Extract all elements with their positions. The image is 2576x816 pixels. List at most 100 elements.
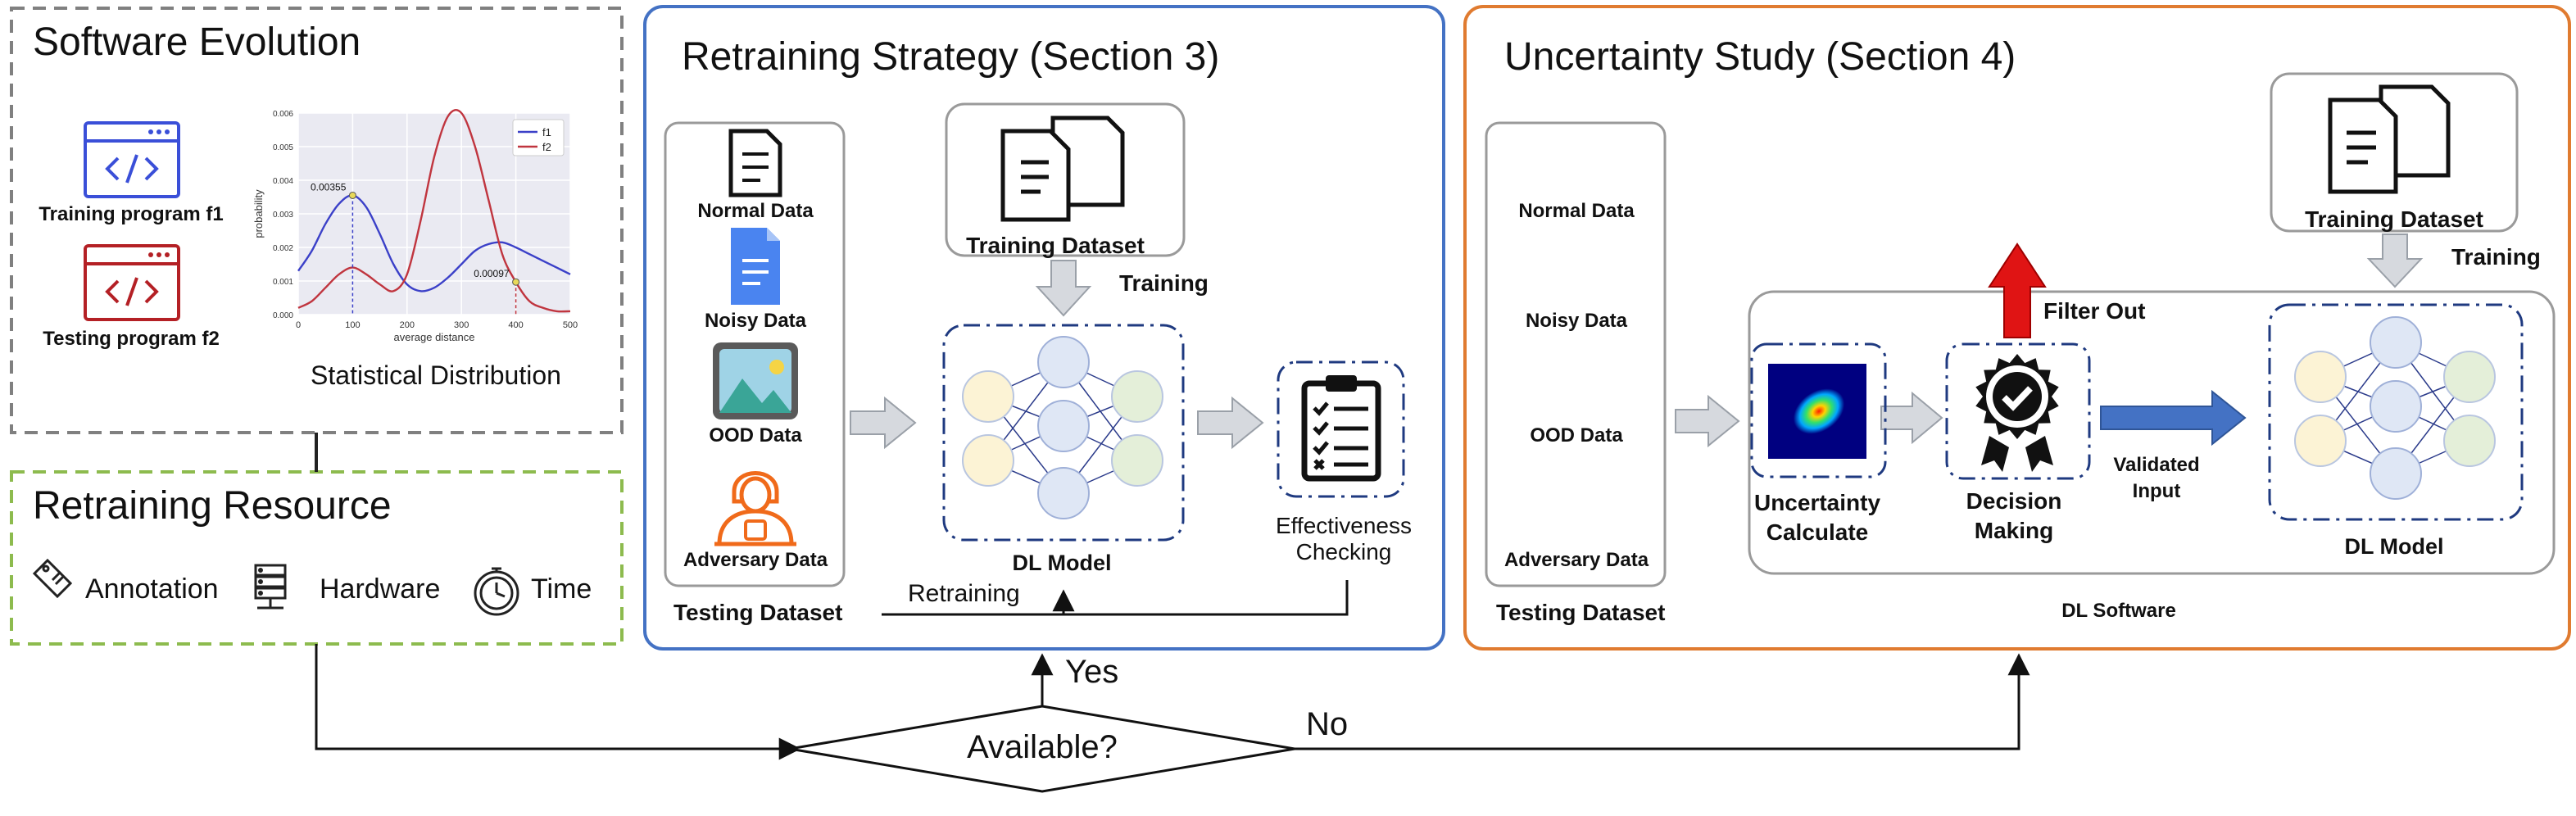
training-label-s3: Training [1119, 270, 1209, 296]
training-program-label: Training program f1 [39, 203, 224, 225]
testing-dataset-label-s4: Testing Dataset [1496, 600, 1666, 625]
no-label: No [1306, 706, 1349, 742]
training-dataset-docs-icon-s3 [1000, 116, 1125, 222]
chart-annotation-label-0: 0.00355 [311, 181, 347, 193]
nn-input-node-s3 [962, 370, 1014, 423]
retraining-resource-title: Retraining Resource [33, 484, 392, 528]
dl-model-label-s4: DL Model [2344, 534, 2444, 559]
software-evolution-frame [10, 7, 624, 434]
hardware-server-icon [254, 564, 287, 610]
validated-input-arrow [2100, 389, 2247, 447]
nn-hidden-node-s4 [2370, 447, 2422, 500]
chart-y-tick-label: 0.004 [273, 177, 293, 186]
chart-y-tick-label: 0.001 [273, 278, 293, 287]
output-arrow-s3 [1197, 396, 1264, 450]
training-dataset-label-s3: Training Dataset [966, 233, 1145, 258]
resource-to-decision-line [315, 644, 801, 760]
retraining-strategy-title: Retraining Strategy (Section 3) [682, 35, 1220, 79]
chart-annotation-label-1: 0.00097 [474, 268, 510, 279]
chart-x-axis-label: average distance [393, 331, 474, 343]
chart-legend [512, 119, 565, 156]
training-dataset-label-s4: Training Dataset [2305, 206, 2483, 232]
yes-label: Yes [1065, 654, 1119, 690]
input-arrow-s3 [850, 396, 917, 450]
checking-label: Checking [1295, 539, 1392, 564]
decision-badge-icon [1975, 354, 2059, 472]
chart-x-tick-label: 400 [508, 320, 523, 330]
nn-output-node-s3 [1111, 370, 1163, 423]
filter-out-label: Filter Out [2043, 298, 2146, 324]
making-label: Making [1974, 518, 2054, 543]
noisy-data-label-s3: Noisy Data [704, 310, 807, 332]
dl-model-frame-s3 [942, 324, 1185, 542]
nn-hidden-node-s3 [1037, 336, 1090, 388]
training-program-code-icon [84, 121, 180, 198]
nn-input-node-s4 [2294, 351, 2347, 403]
chart-x-tick-label: 100 [345, 320, 360, 330]
nn-hidden-node-s4 [2370, 380, 2422, 433]
dl-software-label: DL Software [2061, 600, 2176, 622]
chart-x-tick-label: 200 [400, 320, 415, 330]
uncertainty-study-title: Uncertainty Study (Section 4) [1504, 35, 2016, 79]
effectiveness-label: Effectiveness [1275, 513, 1413, 538]
hardware-label: Hardware [320, 573, 441, 605]
adversary-data-label-s4: Adversary Data [1503, 549, 1649, 571]
training-label-s4: Training [2451, 244, 2541, 270]
normal-data-label-s3: Normal Data [697, 200, 814, 222]
chart-legend-label-f2: f2 [542, 141, 551, 153]
decision-label: Decision [1966, 488, 2062, 514]
dl-model-label-s3: DL Model [1012, 551, 1112, 575]
uncertainty-frame [1750, 342, 1887, 478]
chart-y-tick-label: 0.003 [273, 211, 293, 220]
uncertainty-study-frame [1463, 5, 2571, 651]
input-arrow-s4 [1675, 394, 1740, 448]
software-evolution-title: Software Evolution [33, 20, 361, 64]
chart-y-axis-label: probability [252, 189, 265, 238]
chart-legend-label-f1: f1 [542, 126, 551, 138]
dl-software-frame [1748, 290, 2556, 575]
adversary-hacker-icon-s3 [714, 471, 796, 546]
retraining-label: Retraining [908, 580, 1020, 607]
nn-output-node-s3 [1111, 434, 1163, 487]
uncertainty-label: Uncertainty [1753, 490, 1881, 515]
chart-x-tick-label: 300 [454, 320, 469, 330]
testing-dataset-box-s4 [1485, 121, 1667, 587]
normal-data-doc-icon-s3 [728, 129, 782, 197]
uncertainty-to-decision-arrow [1880, 391, 1943, 445]
chart-annotation-point-0 [348, 191, 356, 199]
nn-input-node-s3 [962, 434, 1014, 487]
testing-dataset-label-s3: Testing Dataset [673, 600, 843, 625]
nn-output-node-s4 [2443, 351, 2496, 403]
chart-y-tick-label: 0.000 [273, 311, 293, 320]
input-label: Input [2132, 480, 2181, 502]
chart-y-tick-label: 0.005 [273, 143, 293, 152]
ood-data-label-s3: OOD Data [709, 424, 802, 447]
training-dataset-docs-icon-s4 [2328, 84, 2451, 194]
annotation-tag-icon [32, 558, 73, 599]
nn-hidden-node-s3 [1037, 467, 1090, 519]
chart-annotation-point-1 [512, 278, 520, 286]
adversary-data-label-s3: Adversary Data [683, 549, 828, 571]
normal-data-label-s4: Normal Data [1518, 200, 1635, 222]
nn-output-node-s4 [2443, 415, 2496, 467]
testing-program-code-icon [84, 244, 180, 321]
available-question: Available? [967, 729, 1118, 765]
clipboard-checklist-icon [1301, 375, 1381, 482]
effectiveness-frame [1277, 360, 1405, 498]
retraining-loop-line [882, 580, 1349, 616]
validated-label: Validated [2113, 454, 2200, 476]
dl-model-frame-s4 [2268, 303, 2524, 521]
time-label: Time [531, 573, 592, 605]
chart-y-tick-label: 0.002 [273, 244, 293, 253]
chart-y-tick-label: 0.006 [273, 110, 293, 119]
training-arrow-s4 [2366, 233, 2424, 288]
training-arrow-s3 [1035, 260, 1092, 317]
calculate-label: Calculate [1766, 519, 1869, 545]
testing-program-label: Testing program f2 [43, 328, 220, 350]
nn-input-node-s4 [2294, 415, 2347, 467]
chart-series-f1-line [297, 194, 571, 292]
noisy-data-doc-icon-s3 [731, 228, 780, 305]
